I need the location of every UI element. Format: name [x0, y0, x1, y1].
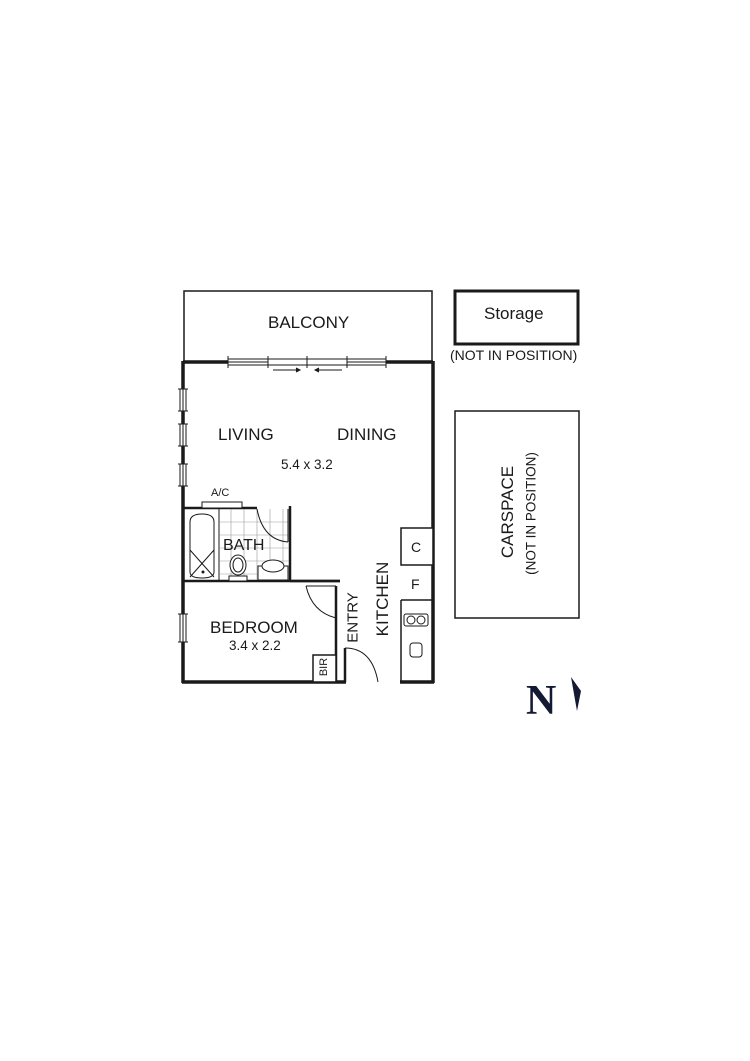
carspace-note: (NOT IN POSITION): [523, 452, 539, 575]
carspace-box: [454, 410, 580, 619]
bedroom-dims: 3.4 x 2.2: [229, 638, 281, 653]
west-windows: [178, 388, 188, 643]
storage-note: (NOT IN POSITION): [450, 347, 578, 363]
compass-north-label: N: [526, 678, 557, 724]
entry-door: [343, 647, 379, 683]
kitchen-label: KITCHEN: [373, 561, 392, 637]
balcony-sliding-door: [227, 356, 387, 373]
bir-label: BIR: [318, 657, 330, 677]
balcony-outline: [183, 290, 433, 362]
kitchen-joinery: [400, 527, 434, 682]
storage-label: Storage: [484, 304, 544, 323]
ac-label: A/C: [211, 487, 230, 499]
balcony-label: BALCONY: [268, 313, 350, 332]
entry-label: ENTRY: [344, 592, 362, 643]
bedroom-walls: [290, 579, 340, 683]
cupboard-label: C: [411, 539, 422, 555]
bath-door-swing: [256, 508, 289, 543]
storage-box: [453, 289, 580, 346]
cooktop: [403, 613, 429, 658]
bedroom-label: BEDROOM: [210, 618, 298, 637]
north-arrow-icon: [571, 677, 581, 711]
basin: [257, 559, 289, 581]
dining-label: DINING: [337, 425, 397, 444]
living-label: LIVING: [218, 425, 274, 444]
carspace-label: CARSPACE: [498, 465, 517, 559]
toilet: [228, 554, 248, 582]
living-dining-dims: 5.4 x 3.2: [281, 457, 333, 472]
bathtub: [189, 513, 215, 579]
bath-label: BATH: [223, 537, 265, 554]
fridge-label: F: [411, 576, 420, 592]
